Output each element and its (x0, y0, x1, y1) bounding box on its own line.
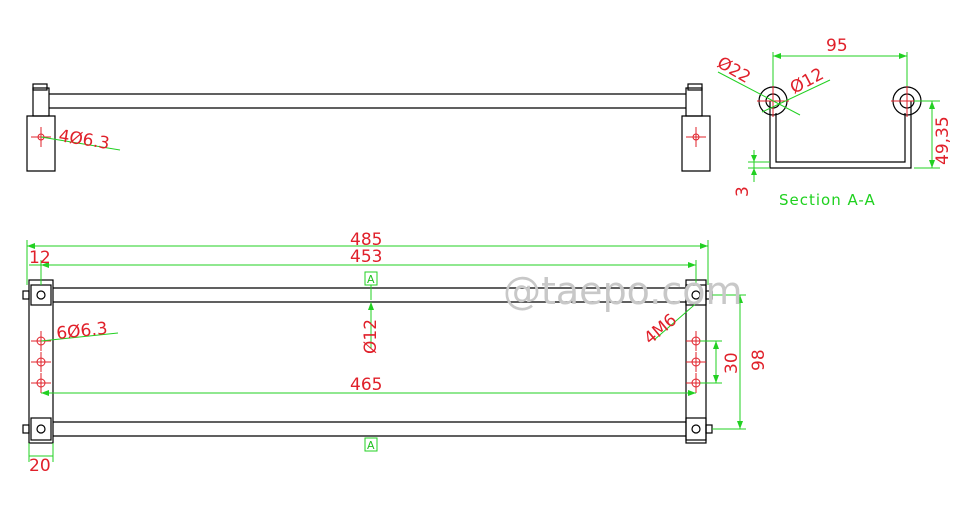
dim-30: 30 (722, 352, 742, 374)
watermark: @taepo.com (503, 269, 743, 313)
dim-dia22: Ø22 (714, 53, 754, 88)
dim-95: 95 (826, 36, 848, 56)
dim-465: 465 (350, 375, 382, 395)
left-holes (31, 331, 51, 393)
leader-4-holes (40, 136, 121, 151)
dim-485: 485 (350, 230, 382, 250)
section-inner-profile (775, 113, 906, 163)
left-post-top (32, 87, 50, 117)
left-bracket (26, 115, 56, 172)
dim-3: 3 (733, 186, 753, 197)
label-6-holes: 6Ø6.3 (55, 319, 108, 344)
right-post-top (685, 87, 703, 117)
section-title: Section A-A (779, 191, 876, 209)
dim-98: 98 (749, 349, 769, 371)
dim-12: 12 (29, 248, 51, 268)
right-holes (686, 331, 706, 393)
section-marker-bottom (364, 437, 378, 452)
front-elevation: 4Ø6.3 (26, 83, 711, 172)
plan-view: 485 453 12 465 Ø12 A A 6Ø6.3 4M6 (22, 230, 769, 476)
left-front-block (30, 284, 52, 306)
right-back-block (685, 417, 707, 441)
dim-dia12: Ø12 (787, 64, 827, 98)
left-back-block (30, 417, 52, 441)
section-view: 95 Ø22 Ø12 49,35 3 Section A-A (714, 36, 954, 209)
dim-49-35: 49,35 (933, 116, 953, 165)
leader-dia22 (717, 71, 801, 116)
label-4m6: 4M6 (640, 310, 681, 349)
dim-453: 453 (350, 247, 382, 267)
section-outer-profile (769, 101, 912, 169)
leader-dia12 (761, 79, 831, 113)
section-marker-top-label: A (367, 273, 375, 286)
dim-20: 20 (29, 456, 51, 476)
label-4-holes: 4Ø6.3 (57, 126, 111, 154)
right-post-cap (687, 83, 703, 91)
section-marker-bottom-label: A (367, 439, 375, 452)
right-bracket (681, 115, 711, 172)
leader-4m6 (653, 299, 701, 341)
leader-6-holes (40, 332, 119, 342)
dim-dia12-plan: Ø12 (361, 319, 381, 354)
left-post-cap (32, 83, 48, 91)
